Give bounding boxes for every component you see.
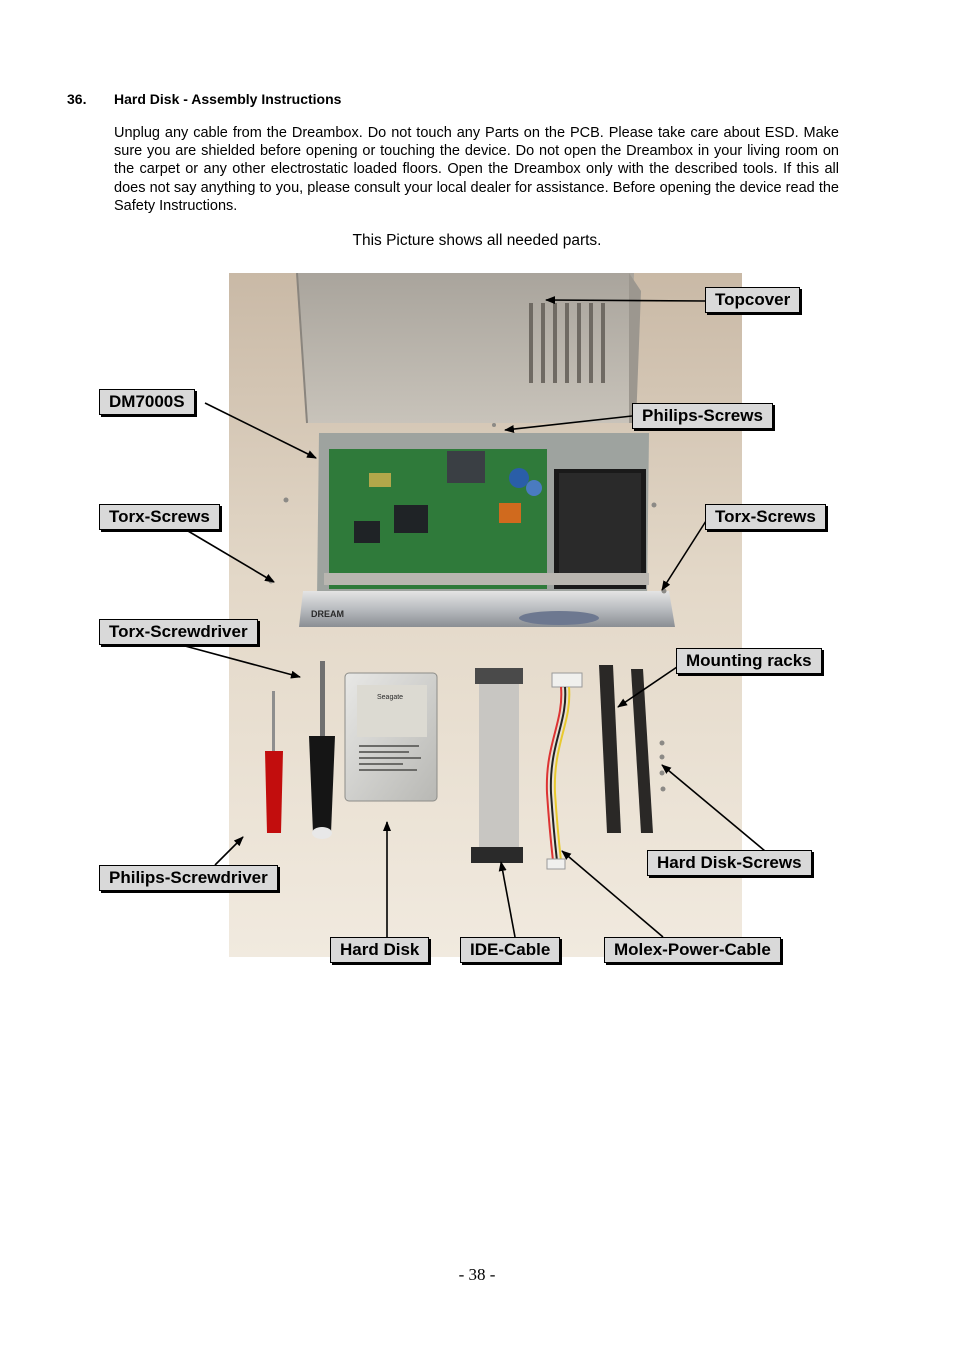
- label-ide-cable: IDE-Cable: [460, 937, 561, 963]
- arrow-philips-screws: [504, 415, 633, 433]
- ide-cable-part: [471, 668, 523, 863]
- molex-cable-part: [545, 672, 583, 870]
- intro-paragraph: Unplug any cable from the Dreambox. Do n…: [114, 125, 839, 214]
- dm7000s-part: DREAM: [299, 433, 675, 627]
- label-molex-power-cable: Molex-Power-Cable: [604, 937, 781, 963]
- svg-text:DREAM: DREAM: [311, 609, 344, 619]
- parts-photo: DREAM Seagate: [229, 273, 742, 957]
- section-number: 36.: [67, 91, 87, 107]
- svg-text:Seagate: Seagate: [377, 694, 403, 701]
- topcover-part: [296, 273, 641, 424]
- arrow-molex-power-cable: [561, 850, 664, 938]
- arrow-topcover: [545, 296, 706, 305]
- label-philips-screws: Philips-Screws: [632, 403, 773, 429]
- arrow-philips-screwdriver: [214, 836, 244, 866]
- label-hard-disk-screws: Hard Disk-Screws: [647, 850, 812, 876]
- page-number: - 38 -: [458, 1265, 496, 1284]
- arrow-torx-screwdriver: [184, 645, 301, 679]
- arrow-hard-disk-screws: [661, 764, 766, 852]
- label-dm7000s: DM7000S: [99, 389, 195, 415]
- label-torx-screwdriver: Torx-Screwdriver: [99, 619, 258, 645]
- arrow-mounting-racks: [617, 666, 678, 708]
- figure-caption: This Picture shows all needed parts.: [352, 232, 602, 249]
- arrow-torx-screws-right: [661, 520, 707, 591]
- philips-screwdriver-part: [265, 691, 283, 833]
- arrow-ide-cable: [498, 861, 516, 938]
- label-philips-screwdriver: Philips-Screwdriver: [99, 865, 278, 891]
- arrow-dm7000s: [204, 402, 317, 459]
- hard-disk-part: Seagate: [344, 672, 438, 802]
- arrow-torx-screws-left: [187, 530, 275, 583]
- torx-screwdriver-part: [309, 661, 335, 839]
- label-topcover: Topcover: [705, 287, 801, 313]
- mounting-racks-part: [599, 665, 653, 833]
- label-torx-screws-right: Torx-Screws: [705, 504, 826, 530]
- label-hard-disk: Hard Disk: [330, 937, 430, 963]
- label-torx-screws-left: Torx-Screws: [99, 504, 220, 530]
- label-mounting-racks: Mounting racks: [676, 648, 822, 674]
- section-title: Hard Disk - Assembly Instructions: [114, 91, 342, 107]
